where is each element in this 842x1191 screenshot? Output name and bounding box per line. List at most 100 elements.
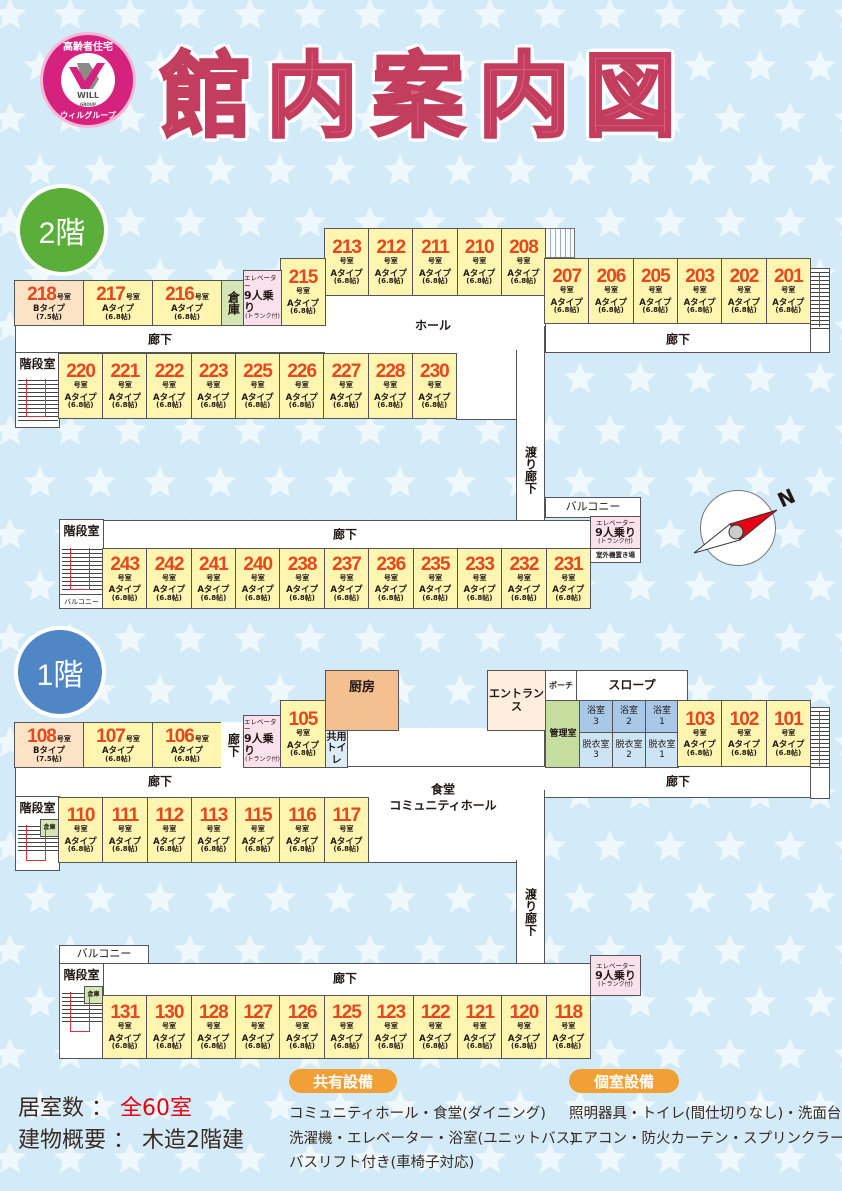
star-shape [113,0,147,29]
room-unit: 号室 [296,729,310,738]
room-unit: 号室 [294,381,309,390]
room-unit: 号室 [162,573,177,582]
star-shape [173,0,207,29]
balcony-label: バルコニー [76,947,132,961]
room-type: Aタイプ [463,585,496,595]
building-overview: 建物概要 ： 木造2階建 [18,1122,244,1154]
star-shape [0,1038,27,1069]
room-type: Aタイプ [594,297,628,308]
room-size: (6.8帖) [111,401,138,410]
room-size: (6.8帖) [377,277,404,286]
star-shape [533,1142,567,1173]
star-shape [113,1142,147,1173]
elevator-note: (トランク付) [245,756,280,764]
bathroom: 浴室 2 [612,700,646,733]
dressing-room: 脱衣室 1 [645,732,679,768]
star-shape [833,841,842,861]
star-shape [623,882,657,913]
room-size: (6.8帖) [156,593,182,602]
room-unit: 号室 [162,825,177,834]
star-shape [533,622,567,653]
star-shape [353,1142,387,1173]
room-number: 128 [199,1002,229,1024]
star-shape [203,154,237,185]
entrance-label: エントランス [489,686,544,713]
stairs: 階段室 [15,352,60,428]
stairs: 階段室倉庫 [15,796,60,871]
star-shape [443,1090,477,1121]
star-shape [563,466,597,497]
room-unit: 号室 [117,825,132,834]
room-size: (6.8帖) [244,1042,271,1051]
star-shape [623,570,657,601]
room-type: Aタイプ [197,392,230,403]
room-unit: 号室 [73,381,88,390]
room-type: Aタイプ [463,268,496,279]
star-shape [563,154,597,185]
room-unit: 号室 [162,381,177,390]
star-shape [173,102,207,133]
room-type: Aタイプ [552,1033,585,1044]
room-type: Aタイプ [241,392,274,403]
room-unit: 号室 [206,573,221,582]
room-number: 125 [332,1002,362,1024]
corridor [59,520,591,549]
room-number: 217 [96,283,126,305]
room-number: 225 [243,361,273,383]
room-size: (6.8帖) [731,306,757,315]
star-shape [143,1090,177,1121]
stairs [810,268,830,353]
room-unit: 号室 [250,1022,265,1031]
room-size: (6.8帖) [466,1042,493,1051]
room-unit: 号室 [117,381,132,390]
star-shape [443,882,477,913]
room-number: 120 [509,1002,540,1024]
star-shape [233,934,267,965]
star-shape [413,102,447,133]
room-type: Aタイプ [374,392,407,403]
star-shape [173,622,207,653]
room-size: (6.8帖) [377,401,404,410]
star-shape [473,622,507,653]
star-shape [743,362,777,393]
star-shape [773,1038,807,1069]
hall-label: ホール [414,318,452,333]
room-unit: 号室 [428,573,443,582]
balcony: バルコニー [545,497,641,518]
star-shape [773,102,807,133]
outdoor-unit-label: 室外機置き場 [596,550,635,559]
star-shape [683,570,717,601]
star-shape [593,0,627,29]
room-unit: 号室 [162,1022,177,1031]
room-number: 220 [66,361,96,383]
room-number: 110 [66,805,96,827]
room-type: Aタイプ [330,1033,363,1044]
room-size: (6.8帖) [333,401,359,410]
star-shape [683,362,717,393]
room-number: 215 [288,267,319,289]
dressing-room: 脱衣室 2 [612,732,646,768]
star-shape [653,414,687,445]
room-unit: 号室 [56,293,71,302]
elevator-capacity: 9人乗り [244,732,274,758]
bridge-corridor-label: 渡り廊下 [523,888,538,936]
star-shape [23,986,57,1017]
star-shape [23,570,57,601]
